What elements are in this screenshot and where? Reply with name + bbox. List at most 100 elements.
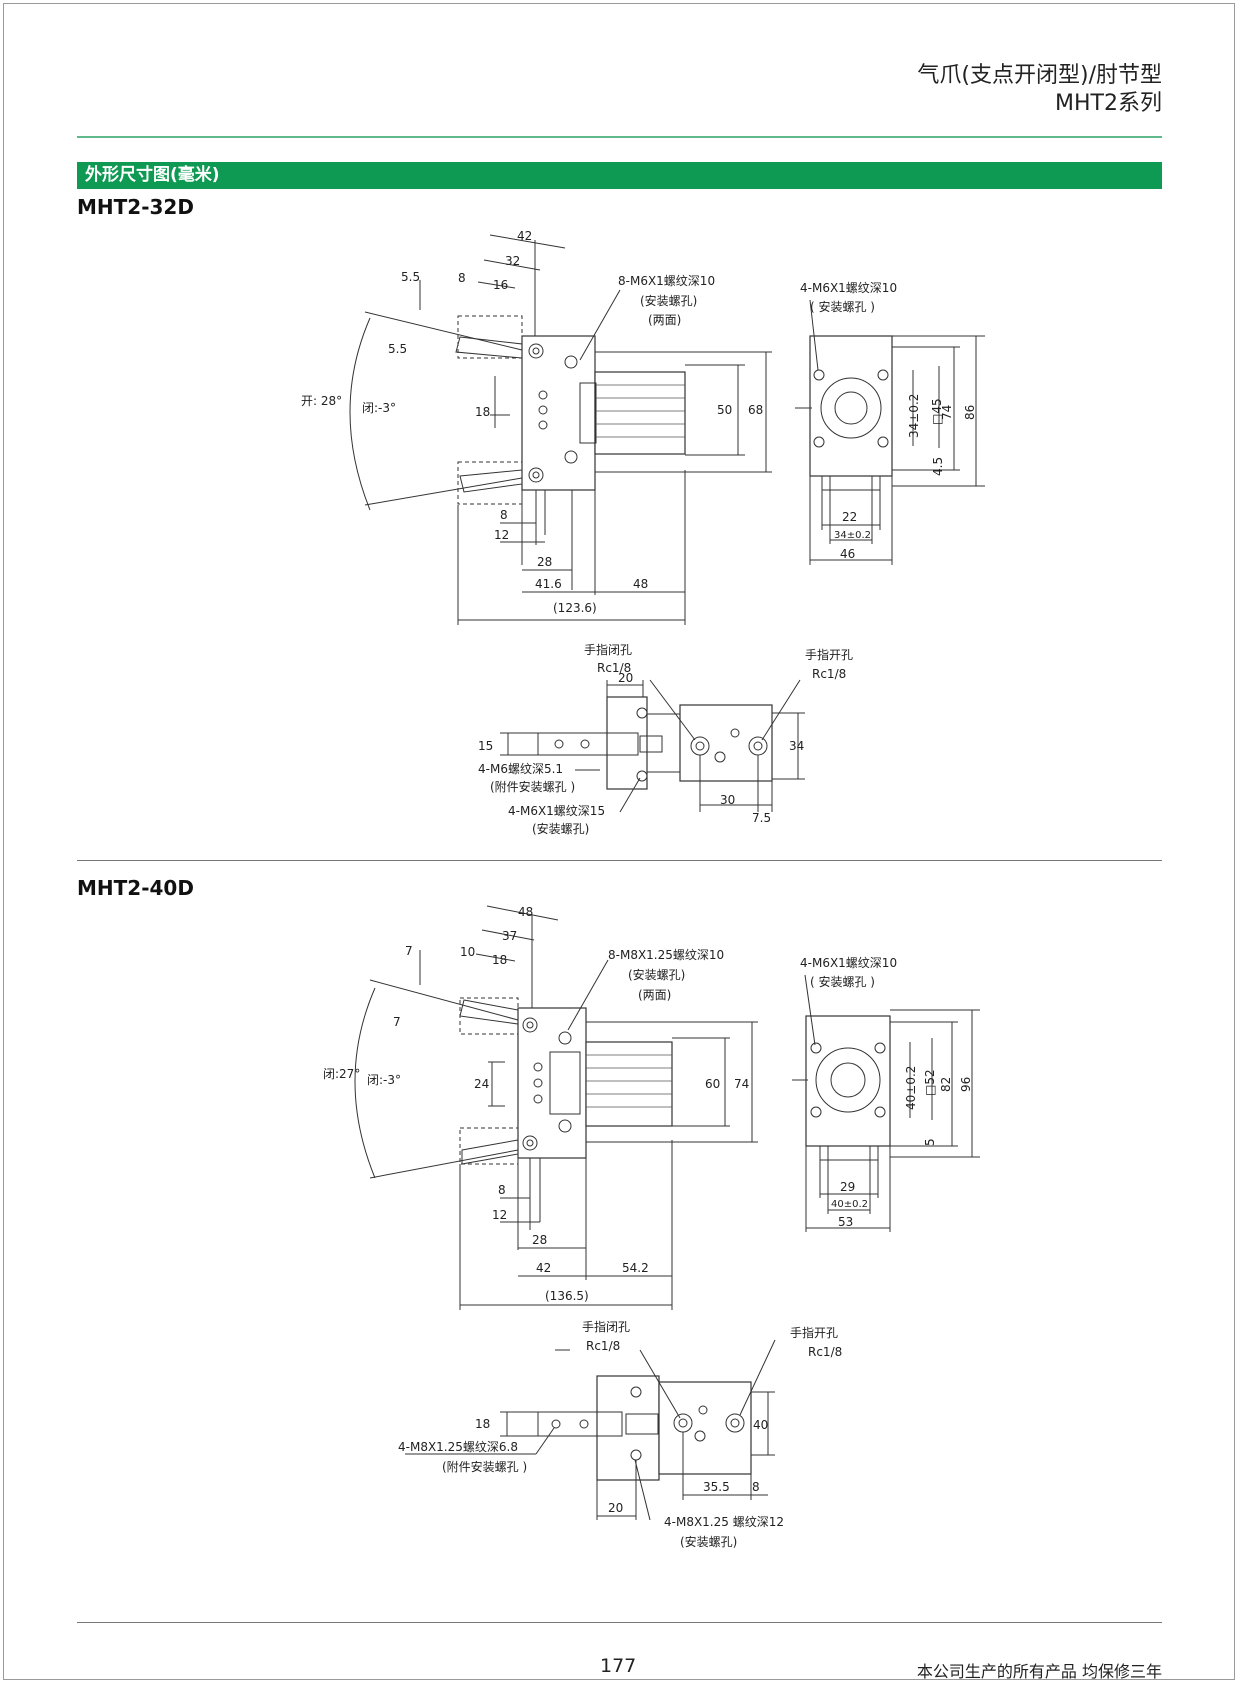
- model-title-40d: MHT2-40D: [77, 876, 194, 900]
- dim-label: 7: [405, 944, 413, 958]
- dim-label: 16: [493, 278, 508, 292]
- dim-label: 7: [393, 1015, 401, 1029]
- note-finger-close: 手指闭孔: [582, 1319, 630, 1334]
- note-finger-open: 手指开孔: [790, 1325, 838, 1340]
- dim-label: 74: [940, 405, 954, 420]
- dim-label: 48: [518, 905, 533, 919]
- body-outline: [521, 335, 596, 491]
- dim-label: (136.5): [545, 1289, 589, 1303]
- footer-note: 本公司生产的所有产品 均保修三年: [916, 1662, 1162, 1681]
- page-number: 177: [600, 1655, 637, 1677]
- note-mount-holes-sub2: (两面): [638, 988, 671, 1002]
- dim-label: 34: [789, 739, 804, 753]
- dim-label: 30: [720, 793, 735, 807]
- note-bottom-holes-sub: (安装螺孔): [680, 1534, 737, 1549]
- dim-label: 96: [959, 1077, 973, 1092]
- note-att-holes: 4-M6螺纹深5.1: [478, 762, 563, 776]
- dim-label: □52: [923, 1069, 937, 1096]
- model-divider: [77, 860, 1162, 861]
- note-att-holes: 4-M8X1.25螺纹深6.8: [398, 1440, 518, 1454]
- note-finger-open: 手指开孔: [805, 647, 853, 662]
- dim-label: 18: [492, 953, 507, 967]
- note-mount-holes: 8-M8X1.25螺纹深10: [608, 948, 724, 962]
- dim-label: 24: [474, 1077, 489, 1091]
- dim-label: 8: [498, 1183, 506, 1197]
- dim-label: 20: [618, 671, 633, 685]
- note-mount-holes: 8-M6X1螺纹深10: [618, 274, 715, 288]
- front-view-32d: 4-M6X1螺纹深10 ( 安装螺孔 ) 34±0.2 □45 74 86 4.…: [795, 281, 985, 565]
- model-title-32d: MHT2-32D: [77, 195, 194, 219]
- dim-label: 22: [842, 510, 857, 524]
- dim-label: 37: [502, 929, 517, 943]
- dim-label: 60: [705, 1077, 720, 1091]
- dim-label: □45: [930, 398, 944, 425]
- note-front-holes-sub: ( 安装螺孔 ): [810, 974, 875, 989]
- section-title-bar: 外形尺寸图(毫米): [77, 162, 1162, 189]
- dim-label: 32: [505, 254, 520, 268]
- header-rule: [77, 136, 1162, 138]
- angle-open-label: 开: 28°: [301, 394, 342, 408]
- dim-label: 54.2: [622, 1261, 649, 1275]
- note-finger-open-port: Rc1/8: [808, 1345, 842, 1359]
- dim-label: 34±0.2: [907, 394, 921, 438]
- note-mount-holes-sub: (安装螺孔): [628, 967, 685, 982]
- cylinder-outline: [594, 371, 686, 455]
- dim-label: 86: [963, 405, 977, 420]
- bottom-block-outline: [596, 1375, 660, 1481]
- dim-label: 15: [478, 739, 493, 753]
- dim-label: 68: [748, 403, 763, 417]
- dim-label: 42: [536, 1261, 551, 1275]
- dim-label: 48: [633, 577, 648, 591]
- angle-open-label: 闭:27°: [323, 1067, 360, 1081]
- dim-label: 10: [460, 945, 475, 959]
- dim-label: 18: [475, 1417, 490, 1431]
- dim-label: (123.6): [553, 601, 597, 615]
- dim-label: 42: [517, 229, 532, 243]
- dim-label: 29: [840, 1180, 855, 1194]
- dim-label: 35.5: [703, 1480, 730, 1494]
- note-mount-holes-sub: (安装螺孔): [640, 293, 697, 308]
- page-frame: [3, 3, 1235, 1680]
- bottom-view-40d: 手指闭孔 Rc1/8 手指开孔 Rc1/8 20 18 40 35.5 8 4-…: [398, 1319, 842, 1549]
- side-view-32d: 42 32 16 8 5.5 5.5 18 50 68 8 12 28 41.6…: [301, 229, 772, 625]
- dim-label: 28: [537, 555, 552, 569]
- note-att-holes-sub: (附件安装螺孔 ): [490, 779, 575, 794]
- front-view-40d: 4-M6X1螺纹深10 ( 安装螺孔 ) 40±0.2 □52 82 96 5 …: [792, 956, 980, 1232]
- note-finger-close-port: Rc1/8: [597, 661, 631, 675]
- footer-rule: [77, 1622, 1162, 1623]
- dim-label: 18: [475, 405, 490, 419]
- bottom-block-outline: [606, 696, 648, 790]
- dim-label: 82: [939, 1077, 953, 1092]
- dim-label: 34±0.2: [834, 530, 871, 541]
- body-outline: [517, 1007, 587, 1159]
- note-front-holes: 4-M6X1螺纹深10: [800, 956, 897, 970]
- dim-label: 50: [717, 403, 732, 417]
- note-finger-close: 手指闭孔: [584, 642, 632, 657]
- dim-label: 5: [923, 1138, 937, 1146]
- note-front-holes-sub: ( 安装螺孔 ): [810, 299, 875, 314]
- dim-label: 5.5: [388, 342, 407, 356]
- header-title: 气爪(支点开闭型)/肘节型: [917, 63, 1162, 88]
- dim-label: 46: [840, 547, 855, 561]
- dim-label: 4.5: [931, 457, 945, 476]
- dim-label: 28: [532, 1233, 547, 1247]
- angle-close-label: 闭:-3°: [367, 1073, 401, 1087]
- front-body-outline: [805, 1015, 891, 1147]
- note-front-holes: 4-M6X1螺纹深10: [800, 281, 897, 295]
- note-bottom-holes: 4-M6X1螺纹深15: [508, 804, 605, 818]
- dim-label: 40±0.2: [904, 1066, 918, 1110]
- dim-label: 20: [608, 1501, 623, 1515]
- side-view-40d: 48 37 18 10 7 7 24 60 74 8 12 28 42 54.2…: [323, 905, 758, 1310]
- note-finger-close-port: Rc1/8: [586, 1339, 620, 1353]
- bottom-view-32d: 手指闭孔 Rc1/8 手指开孔 Rc1/8 20 15 34 30 7.5 4-…: [478, 642, 853, 836]
- page-header: 气爪(支点开闭型)/肘节型 MHT2系列: [917, 62, 1162, 118]
- note-bottom-holes-sub: (安装螺孔): [532, 821, 589, 836]
- dim-label: 74: [734, 1077, 749, 1091]
- dim-label: 8: [752, 1480, 760, 1494]
- dim-label: 40: [753, 1418, 768, 1432]
- note-finger-open-port: Rc1/8: [812, 667, 846, 681]
- dim-label: 53: [838, 1215, 853, 1229]
- dim-label: 40±0.2: [831, 1199, 868, 1210]
- dim-label: 7.5: [752, 811, 771, 825]
